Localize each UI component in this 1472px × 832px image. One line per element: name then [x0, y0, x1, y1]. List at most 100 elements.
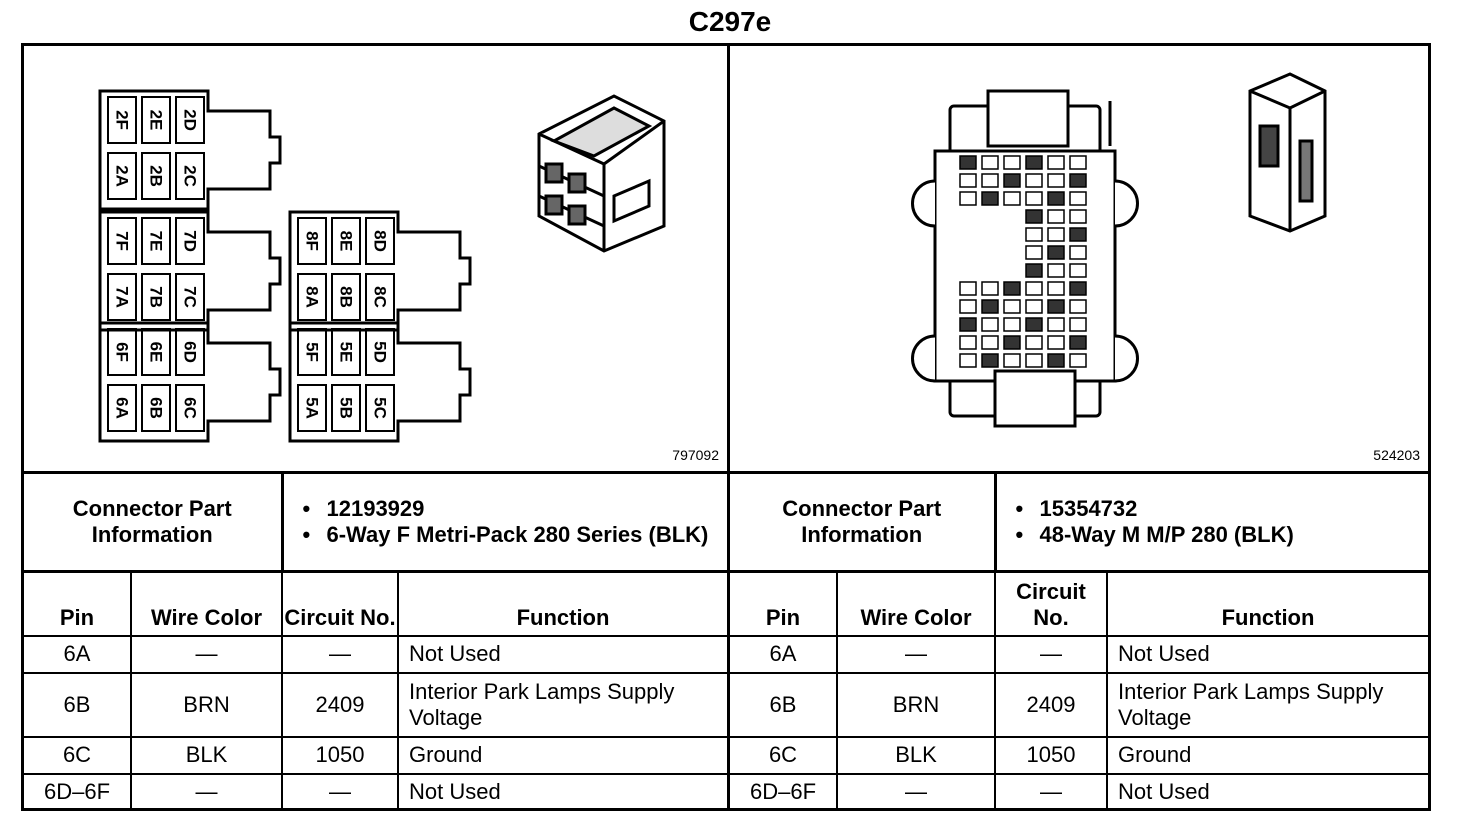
cavity — [365, 217, 395, 265]
pin-cavity — [1047, 281, 1065, 296]
circuit-cell: — — [282, 773, 399, 810]
cavity-label: 2A — [113, 165, 132, 187]
pin-cell: 6B — [24, 672, 132, 738]
table-row: 6C BLK 1050 Ground — [24, 736, 727, 775]
wire-cell: BLK — [131, 736, 283, 775]
cavity-label: 8C — [371, 286, 390, 308]
cavity — [141, 273, 171, 321]
pin-cavity — [1069, 299, 1087, 314]
pin-cavity — [959, 317, 977, 332]
right-illustration-number: 524203 — [1373, 447, 1420, 463]
cavity-label: 6A — [113, 397, 132, 419]
pin-cavity — [1047, 353, 1065, 368]
cavity-label: 5E — [337, 342, 356, 363]
pin-cavity — [1047, 335, 1065, 350]
wire-cell: — — [837, 635, 996, 674]
wire-color-header: Wire Color — [131, 572, 283, 637]
cavity — [175, 217, 205, 265]
cavity — [175, 328, 205, 376]
cavity-label: 5A — [303, 397, 322, 419]
cavity — [365, 384, 395, 432]
circuit-cell: 1050 — [995, 736, 1108, 775]
pin-cavity — [1025, 335, 1043, 350]
wire-cell: — — [131, 773, 283, 810]
pin-cavity — [981, 191, 999, 206]
pin-cavity — [1069, 209, 1087, 224]
circuit-cell: — — [995, 635, 1108, 674]
left-pin-table: Pin Wire Color Circuit No. Function 6A —… — [24, 572, 727, 810]
cavity — [107, 328, 137, 376]
pin-cavity — [981, 155, 999, 170]
pin-cavity — [1069, 281, 1087, 296]
part-description: 6-Way F Metri-Pack 280 Series (BLK) — [303, 522, 727, 548]
cavity-label: 7F — [113, 231, 132, 251]
circuit-cell: 1050 — [282, 736, 399, 775]
cavity-label: 2B — [147, 165, 166, 187]
cavity — [141, 152, 171, 200]
function-cell: Not Used — [398, 635, 727, 674]
pin-cavity — [1047, 155, 1065, 170]
pin-cavity — [1003, 173, 1021, 188]
pin-cavity — [1025, 209, 1043, 224]
cavity-label: 5C — [371, 397, 390, 419]
pin-cavity — [1047, 173, 1065, 188]
pin-cavity — [981, 353, 999, 368]
pin-cavity — [981, 299, 999, 314]
table-row: 6A — — Not Used — [730, 635, 1428, 674]
pin-cavity — [1025, 281, 1043, 296]
circuit-cell: 2409 — [282, 672, 399, 738]
pin-cavity — [1025, 263, 1043, 278]
pin-cavity — [1003, 299, 1021, 314]
function-cell: Not Used — [409, 779, 501, 804]
cavity-label: 8F — [303, 231, 322, 251]
pin-cavity — [1003, 353, 1021, 368]
cavity-label: 6B — [147, 397, 166, 419]
table-row: 6A — — Not Used — [24, 635, 727, 674]
cavity-label: 8B — [337, 286, 356, 308]
pin-cavity — [1069, 173, 1087, 188]
pin-header: Pin — [24, 572, 132, 637]
wire-color-header: Wire Color — [837, 572, 996, 637]
cavity — [365, 328, 395, 376]
cavity — [297, 273, 327, 321]
pin-cavity — [981, 173, 999, 188]
pin-cavity — [1047, 191, 1065, 206]
pin-cavity — [1025, 155, 1043, 170]
table-row: 6B BRN 2409 Interior Park Lamps Supply V… — [730, 672, 1428, 738]
right-connector-table: Connector Part Information 15354732 48-W… — [730, 474, 1428, 810]
vertical-divider — [727, 46, 730, 808]
cavity-label: 5B — [337, 397, 356, 419]
pin-cavity — [1069, 317, 1087, 332]
pin-cell: 6B — [730, 672, 838, 738]
pin-cavity — [1047, 209, 1065, 224]
cavity-label: 8E — [337, 231, 356, 252]
cavity-label: 5D — [371, 341, 390, 363]
pin-cavity — [981, 281, 999, 296]
cavity — [107, 273, 137, 321]
pin-cavity — [1047, 299, 1065, 314]
right-pin-table: Pin Wire Color Circuit No. Function 6A —… — [730, 572, 1428, 810]
wire-cell: — — [131, 635, 283, 674]
right-part-info: Connector Part Information 15354732 48-W… — [730, 474, 1428, 573]
cavity-label: 2D — [181, 109, 200, 131]
cavity-label: 2F — [113, 110, 132, 130]
pin-cavity — [1069, 353, 1087, 368]
pin-cavity — [1069, 155, 1087, 170]
cavity — [297, 217, 327, 265]
page-title: C297e — [688, 6, 772, 37]
function-cell: Ground — [1107, 736, 1428, 775]
cavity — [331, 273, 361, 321]
function-header: Function — [398, 572, 727, 637]
pin-cavity — [1025, 317, 1043, 332]
cavity — [175, 273, 205, 321]
pin-cavity — [1003, 191, 1021, 206]
part-number: 12193929 — [303, 496, 727, 522]
cavity-label: 8A — [303, 286, 322, 308]
cavity-label: 6E — [147, 342, 166, 363]
cavity — [331, 217, 361, 265]
cavity-label: 7D — [181, 230, 200, 252]
connector-48way-diagram — [911, 72, 1327, 428]
